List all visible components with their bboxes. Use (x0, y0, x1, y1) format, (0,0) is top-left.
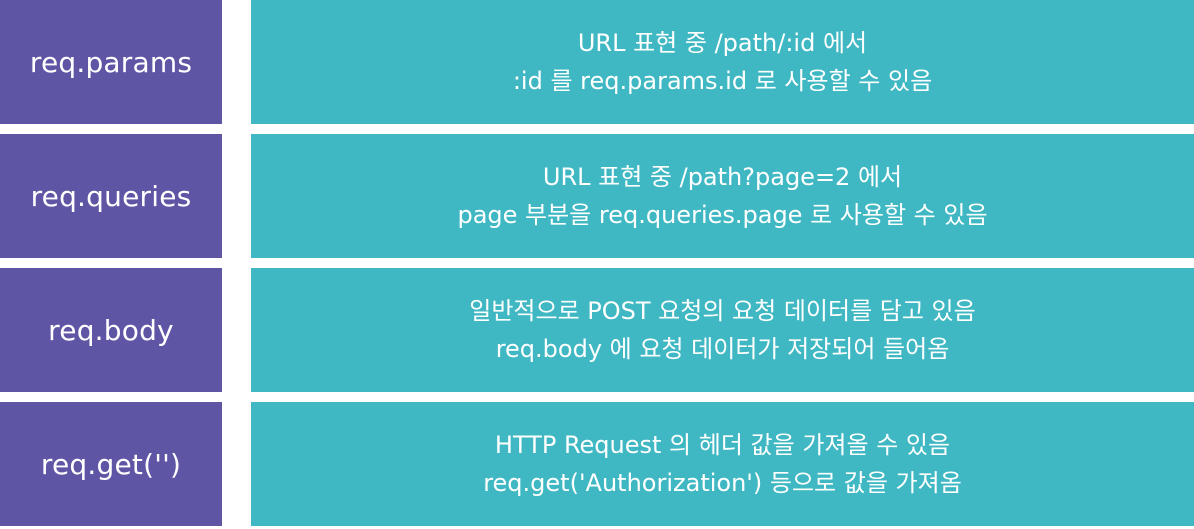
row-label: req.get('') (0, 402, 222, 526)
row-description: HTTP Request 의 헤더 값을 가져올 수 있음 req.get('A… (251, 402, 1194, 526)
row-req-body: req.body 일반적으로 POST 요청의 요청 데이터를 담고 있음 re… (0, 268, 1194, 392)
description-line-2: req.get('Authorization') 등으로 값을 가져옴 (483, 469, 962, 497)
row-req-queries: req.queries URL 표현 중 /path?page=2 에서 pag… (0, 134, 1194, 258)
row-label: req.params (0, 0, 222, 124)
row-label-text: req.params (29, 45, 193, 79)
row-description: URL 표현 중 /path/:id 에서 :id 를 req.params.i… (251, 0, 1194, 124)
row-label: req.body (0, 268, 222, 392)
row-label-text: req.body (48, 313, 174, 347)
description-line-1: 일반적으로 POST 요청의 요청 데이터를 담고 있음 (469, 297, 976, 325)
description-line-1: URL 표현 중 /path/:id 에서 (577, 29, 868, 57)
description-line-1: URL 표현 중 /path?page=2 에서 (542, 163, 903, 191)
row-label-text: req.queries (30, 179, 192, 213)
row-description: URL 표현 중 /path?page=2 에서 page 부분을 req.qu… (251, 134, 1194, 258)
row-label-text: req.get('') (40, 447, 182, 481)
row-req-params: req.params URL 표현 중 /path/:id 에서 :id 를 r… (0, 0, 1194, 124)
description-line-2: page 부분을 req.queries.page 로 사용할 수 있음 (457, 201, 988, 229)
description-line-2: :id 를 req.params.id 로 사용할 수 있음 (512, 67, 933, 95)
row-description: 일반적으로 POST 요청의 요청 데이터를 담고 있음 req.body 에 … (251, 268, 1194, 392)
row-label: req.queries (0, 134, 222, 258)
description-line-1: HTTP Request 의 헤더 값을 가져올 수 있음 (494, 431, 951, 459)
row-req-get: req.get('') HTTP Request 의 헤더 값을 가져올 수 있… (0, 402, 1194, 526)
description-line-2: req.body 에 요청 데이터가 저장되어 들어옴 (495, 335, 950, 363)
